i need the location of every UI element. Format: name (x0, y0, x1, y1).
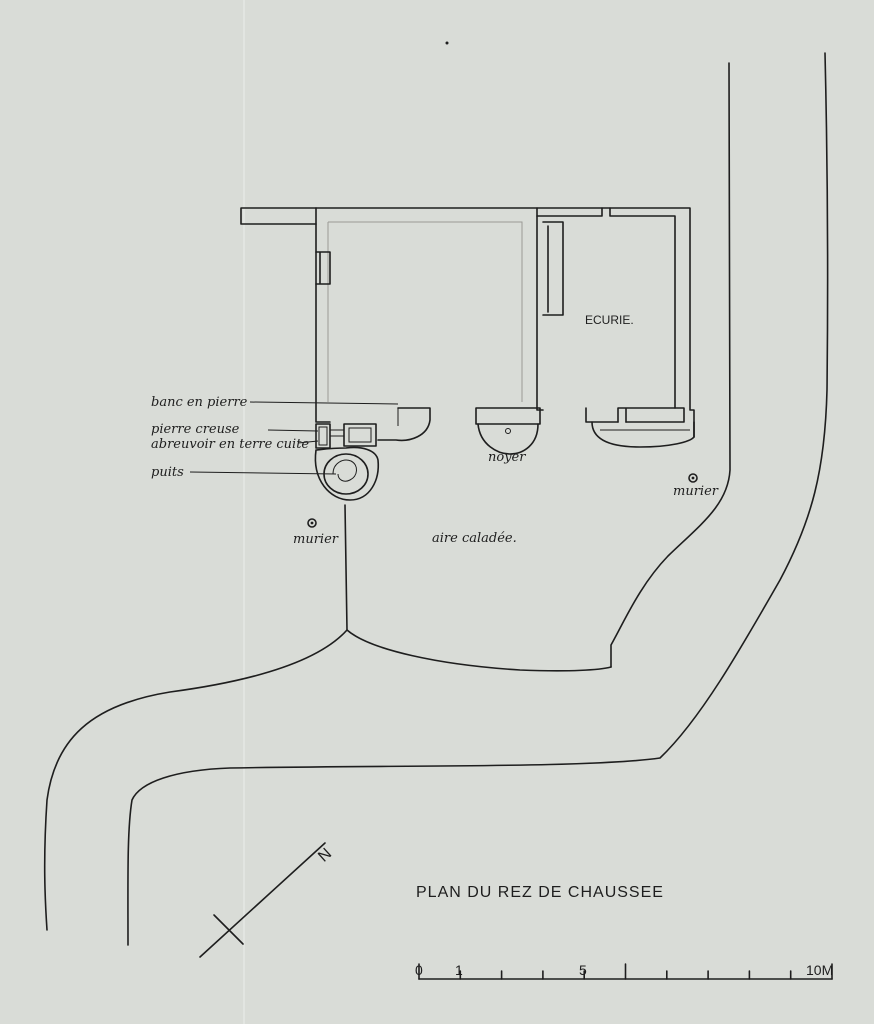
label-noyer: noyer (488, 450, 526, 465)
room-label-ecurie: ECURIE. (585, 313, 634, 327)
ink-dot (445, 41, 449, 45)
north-letter: N (315, 845, 336, 866)
tree-symbols (307, 473, 698, 528)
plan-title: PLAN DU REZ DE CHAUSSEE (416, 884, 664, 901)
scale-label-5: 5 (579, 962, 587, 978)
label-aire-caladee: aire caladée. (432, 531, 517, 546)
road-outline (43, 52, 829, 946)
leader-lines (189, 401, 399, 475)
scale-label-1: 1 (455, 962, 463, 978)
label-pierre-creuse: pierre creuse (151, 422, 240, 437)
building (240, 207, 695, 501)
north-arrow: N (199, 842, 336, 958)
labels: banc en pierre pierre creuse abreuvoir e… (151, 313, 719, 547)
scale-label-0: 0 (415, 962, 423, 978)
label-murier-left: murier (293, 532, 339, 547)
label-abreuvoir: abreuvoir en terre cuite (151, 437, 309, 452)
murier-right-icon (688, 473, 698, 483)
label-murier-right: murier (673, 484, 719, 499)
label-banc: banc en pierre (151, 395, 248, 410)
scale-bar: 0 1 5 10M (415, 962, 833, 980)
murier-left-icon (307, 518, 317, 528)
label-puits: puits (151, 465, 184, 480)
scale-label-10m: 10M (806, 962, 833, 978)
